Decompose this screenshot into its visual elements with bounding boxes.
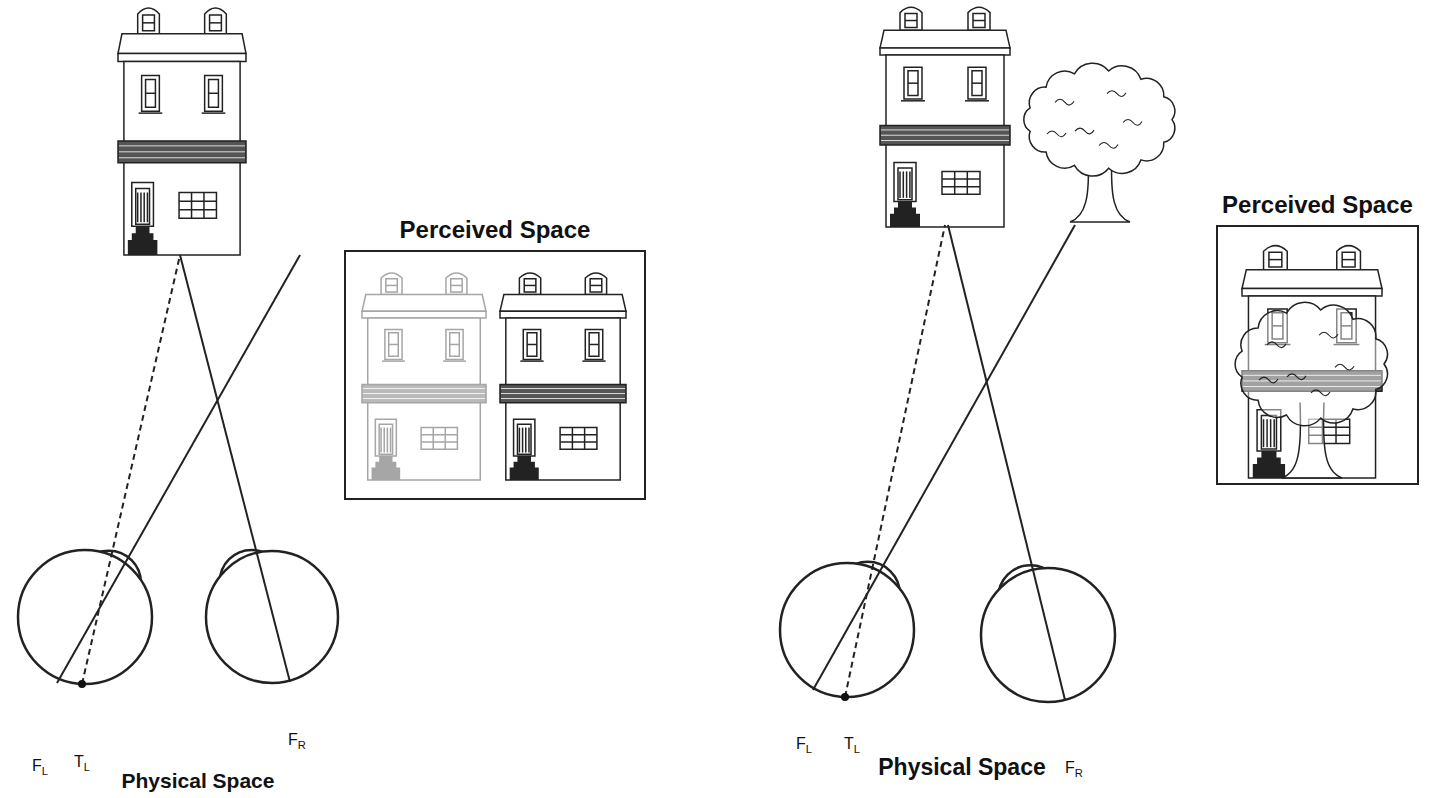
perceived-space-box: Perceived Space — [1216, 225, 1419, 485]
fixation-line — [948, 225, 1065, 700]
fixation-line — [180, 255, 290, 682]
panel-heading: Perceived Space — [400, 216, 591, 244]
retinal-point — [841, 693, 849, 701]
house-drawing — [500, 273, 626, 480]
fixation-line — [813, 225, 1075, 690]
target-point-label: TL — [844, 736, 860, 755]
fixation-line — [57, 255, 300, 683]
fovea-label: FL — [32, 758, 48, 777]
target-line — [845, 225, 945, 697]
eye-drawing — [18, 550, 152, 684]
tree-drawing — [1235, 302, 1387, 478]
target-line — [82, 255, 180, 684]
house-drawing — [362, 273, 486, 480]
fovea-label: FR — [288, 732, 306, 751]
panel-caption: Physical Space — [878, 756, 1046, 779]
perceived-space-box: Perceived Space — [344, 250, 646, 500]
house-drawing — [880, 7, 1010, 227]
eye-drawing — [206, 550, 338, 683]
retinal-point — [78, 680, 86, 688]
target-point-label: TL — [74, 754, 90, 773]
house-drawing — [118, 8, 246, 255]
tree-drawing — [1024, 63, 1175, 222]
panel-caption: Physical Space — [122, 770, 275, 791]
fovea-label: FL — [796, 736, 812, 755]
panel-heading: Perceived Space — [1222, 191, 1413, 219]
fovea-label: FR — [1065, 760, 1083, 779]
